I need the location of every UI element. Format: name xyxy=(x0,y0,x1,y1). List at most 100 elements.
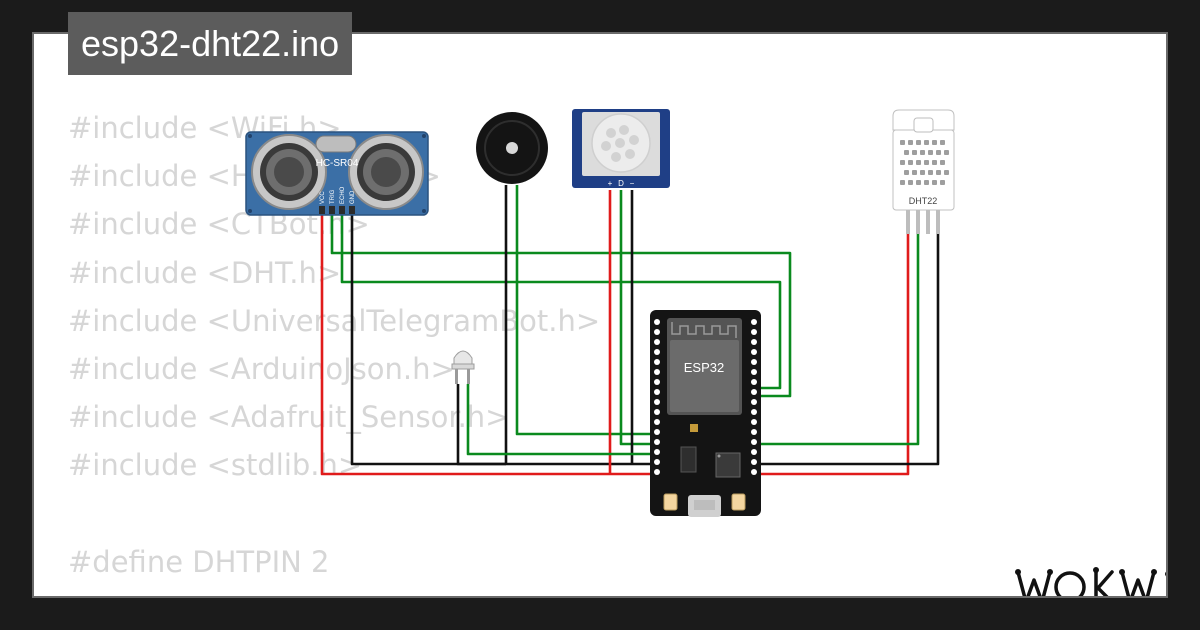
wire-dht-vcc xyxy=(758,233,910,476)
code-line: #include <DHT.h> xyxy=(68,255,342,290)
wire-ultrasonic-vcc xyxy=(320,212,660,476)
esp32-label: ESP32 xyxy=(684,360,724,375)
dht-grille-slot xyxy=(912,170,917,175)
esp32-pin[interactable] xyxy=(751,329,757,335)
esp32-pin[interactable] xyxy=(751,449,757,455)
circuit-diagram: HC-SR04 VCC TRIG ECHO GND xyxy=(245,109,955,517)
dht-grille-slot xyxy=(940,180,945,185)
wire-buzzer-pos xyxy=(515,185,660,436)
ultrasonic-sensor[interactable]: HC-SR04 VCC TRIG ECHO GND xyxy=(245,131,429,216)
wire-led-anode xyxy=(466,384,660,456)
esp32-pin[interactable] xyxy=(751,469,757,475)
dht22-label: DHT22 xyxy=(909,196,938,206)
dht-grille-slot xyxy=(936,170,941,175)
wires xyxy=(320,185,940,476)
dht-grille-slot xyxy=(924,180,929,185)
pin-label-echo: ECHO xyxy=(340,186,346,204)
dht-grille-slot xyxy=(900,160,905,165)
wokwi-logo xyxy=(1012,562,1166,596)
page-title: esp32-dht22.ino xyxy=(68,12,353,75)
dht-grille-slot xyxy=(928,150,933,155)
esp32-pin[interactable] xyxy=(654,369,660,375)
esp32-pin[interactable] xyxy=(654,419,660,425)
dht-grille-slot xyxy=(908,160,913,165)
dht-grille-slot xyxy=(932,140,937,145)
esp32-pin[interactable] xyxy=(654,399,660,405)
dht-grille-slot xyxy=(944,170,949,175)
pir-sensor[interactable]: + D − xyxy=(572,109,670,188)
wire-ultrasonic-trig xyxy=(330,212,792,398)
esp32-pin[interactable] xyxy=(654,439,660,445)
esp32-pin[interactable] xyxy=(751,359,757,365)
code-line: #define DHTTYPE DHT22 xyxy=(68,586,600,596)
esp32-pin[interactable] xyxy=(751,379,757,385)
esp32-pin[interactable] xyxy=(654,319,660,325)
pin-label-trig: TRIG xyxy=(330,189,336,204)
esp32-pin[interactable] xyxy=(751,419,757,425)
esp32-pin[interactable] xyxy=(654,329,660,335)
pir-pin-vcc-label: + xyxy=(608,179,613,188)
pin-label-vcc: VCC xyxy=(320,191,326,204)
esp32-pin[interactable] xyxy=(751,429,757,435)
dht-grille-slot xyxy=(932,160,937,165)
wire-ultrasonic-gnd xyxy=(350,212,660,466)
esp32-board[interactable]: ESP32 xyxy=(650,310,761,517)
esp32-pin[interactable] xyxy=(654,339,660,345)
esp32-pin[interactable] xyxy=(751,459,757,465)
dht-grille-slot xyxy=(916,180,921,185)
esp32-pin[interactable] xyxy=(654,379,660,385)
esp32-pin[interactable] xyxy=(751,339,757,345)
esp32-pin[interactable] xyxy=(654,469,660,475)
dht-grille-slot xyxy=(912,150,917,155)
esp32-pin[interactable] xyxy=(751,409,757,415)
dht-grille-slot xyxy=(928,170,933,175)
dht22-sensor[interactable]: DHT22 xyxy=(892,109,955,234)
esp32-pin[interactable] xyxy=(751,399,757,405)
esp32-pin[interactable] xyxy=(751,319,757,325)
dht-grille-slot xyxy=(900,140,905,145)
pin-label-gnd: GND xyxy=(350,190,356,204)
dht-grille-slot xyxy=(916,140,921,145)
esp32-pin[interactable] xyxy=(654,389,660,395)
esp32-pin[interactable] xyxy=(654,459,660,465)
dht-grille-slot xyxy=(940,160,945,165)
esp32-pin[interactable] xyxy=(654,349,660,355)
code-line: #define DHTPIN 2 xyxy=(68,544,330,579)
dht-grille-slot xyxy=(904,150,909,155)
dht-grille-slot xyxy=(916,160,921,165)
pir-pin-gnd-label: − xyxy=(630,179,635,188)
wire-dht-gnd xyxy=(758,233,940,466)
dht-grille-slot xyxy=(920,170,925,175)
esp32-pin[interactable] xyxy=(654,359,660,365)
dht-grille-slot xyxy=(940,140,945,145)
dht-grille-slot xyxy=(924,160,929,165)
wire-pir-data xyxy=(619,190,660,446)
esp32-pin[interactable] xyxy=(751,369,757,375)
ultrasonic-label: HC-SR04 xyxy=(316,158,359,169)
dht-grille-slot xyxy=(904,170,909,175)
esp32-pin[interactable] xyxy=(654,409,660,415)
wire-led-cathode xyxy=(456,384,506,466)
wire-dht-data xyxy=(758,233,920,446)
esp32-pin[interactable] xyxy=(751,349,757,355)
pir-pin-data-label: D xyxy=(618,179,624,188)
code-line: #include <WiFi.h> xyxy=(68,111,342,145)
esp32-pin[interactable] xyxy=(654,449,660,455)
preview-card: #include <WiFi.h>#include <HTTPClient.h>… xyxy=(34,34,1166,596)
wire-ultrasonic-echo xyxy=(340,212,782,390)
dht-grille-slot xyxy=(908,140,913,145)
led[interactable] xyxy=(451,350,475,384)
esp32-pin[interactable] xyxy=(751,439,757,445)
dht-grille-slot xyxy=(932,180,937,185)
buzzer[interactable] xyxy=(476,112,548,184)
dht-grille-slot xyxy=(924,140,929,145)
esp32-pin[interactable] xyxy=(751,389,757,395)
esp32-pin[interactable] xyxy=(654,429,660,435)
dht-grille-slot xyxy=(900,180,905,185)
code-line: #include <ArduinoJson.h> xyxy=(68,351,455,386)
code-line: #include <UniversalTelegramBot.h> xyxy=(68,303,601,338)
dht-grille-slot xyxy=(920,150,925,155)
dht-grille-slot xyxy=(944,150,949,155)
dht-grille-slot xyxy=(936,150,941,155)
code-line: #include <stdlib.h> xyxy=(68,448,363,483)
